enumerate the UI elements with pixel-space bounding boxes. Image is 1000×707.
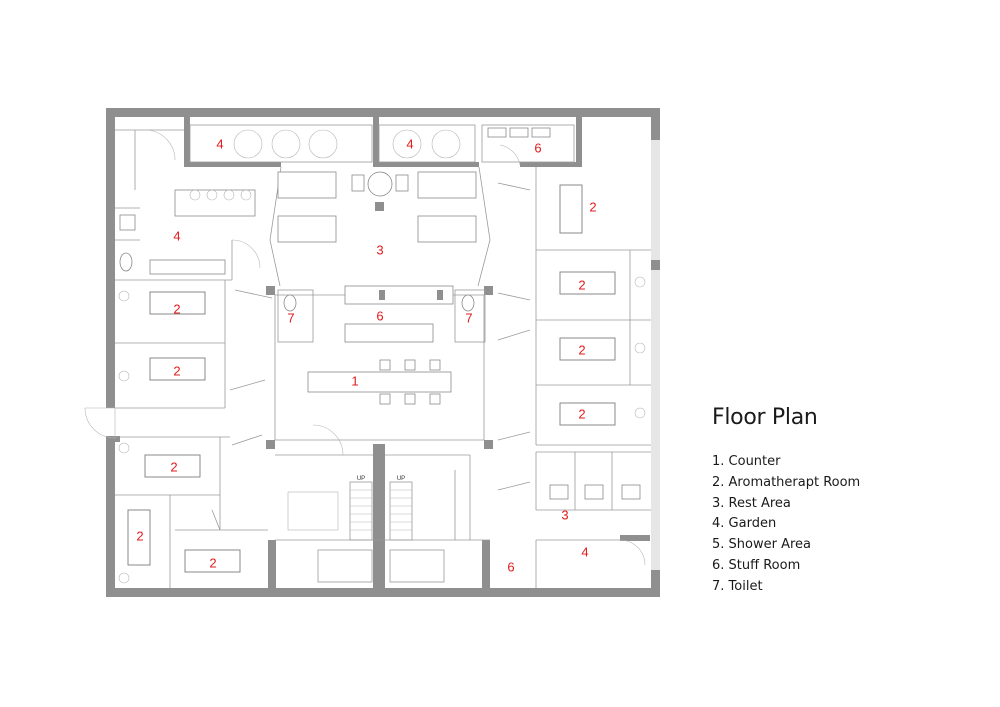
aroma-room-label: 2 [578,343,585,358]
core-furniture [277,285,486,405]
legend-item: 7. Toilet [712,578,763,594]
stuff-room-label: 6 [534,141,541,156]
legend-item: 4. Garden [712,516,777,532]
left-garden-fixtures [119,189,256,275]
legend-list: 1. Counter 2. Aromatherapt Room 3. Rest … [712,452,962,598]
aroma-room-label: 2 [173,302,180,317]
legend-item: 6. Stuff Room [712,557,801,573]
legend-item: 1. Counter [712,454,781,469]
interior-walls [106,117,650,594]
stairs [287,470,456,583]
aroma-beds [118,184,646,584]
garden-label: 4 [216,137,223,152]
shower-fixtures [549,452,641,510]
aroma-room-label: 2 [589,200,596,215]
counter-label: 1 [351,374,358,389]
legend-item: 2. Aromatherapt Room [712,474,861,490]
garden-label: 4 [581,545,588,560]
legend-item: 5. Shower Area [712,537,812,553]
stuff-room-label: 6 [507,560,514,575]
stair-up-label: UP [357,476,365,482]
aroma-room-label: 2 [173,364,180,379]
legend-title: Floor Plan [712,405,818,430]
garden-label: 4 [173,229,180,244]
stuff-room-label: 6 [376,309,383,324]
toilet-label: 7 [287,311,294,326]
rest-area-furniture [277,171,477,243]
legend: Floor Plan 1. Counter 2. Aromatherapt Ro… [712,405,962,598]
aroma-room-label: 2 [170,460,177,475]
toilet-label: 7 [465,311,472,326]
legend-item: 3. Rest Area [712,495,791,511]
rest-area-label: 3 [376,243,383,258]
room-labels: 4 4 6 4 3 2 2 2 2 2 2 2 2 2 7 7 6 1 3 4 … [136,137,596,575]
doors [84,129,646,566]
aroma-room-label: 2 [578,278,585,293]
stair-up-label: UP [397,476,405,482]
garden-label: 4 [406,137,413,152]
rest-area-label: 3 [561,508,568,523]
aroma-room-label: 2 [209,556,216,571]
garden-planters [189,124,575,163]
partitions [115,129,651,588]
aroma-room-label: 2 [136,529,143,544]
aroma-room-label: 2 [578,407,585,422]
